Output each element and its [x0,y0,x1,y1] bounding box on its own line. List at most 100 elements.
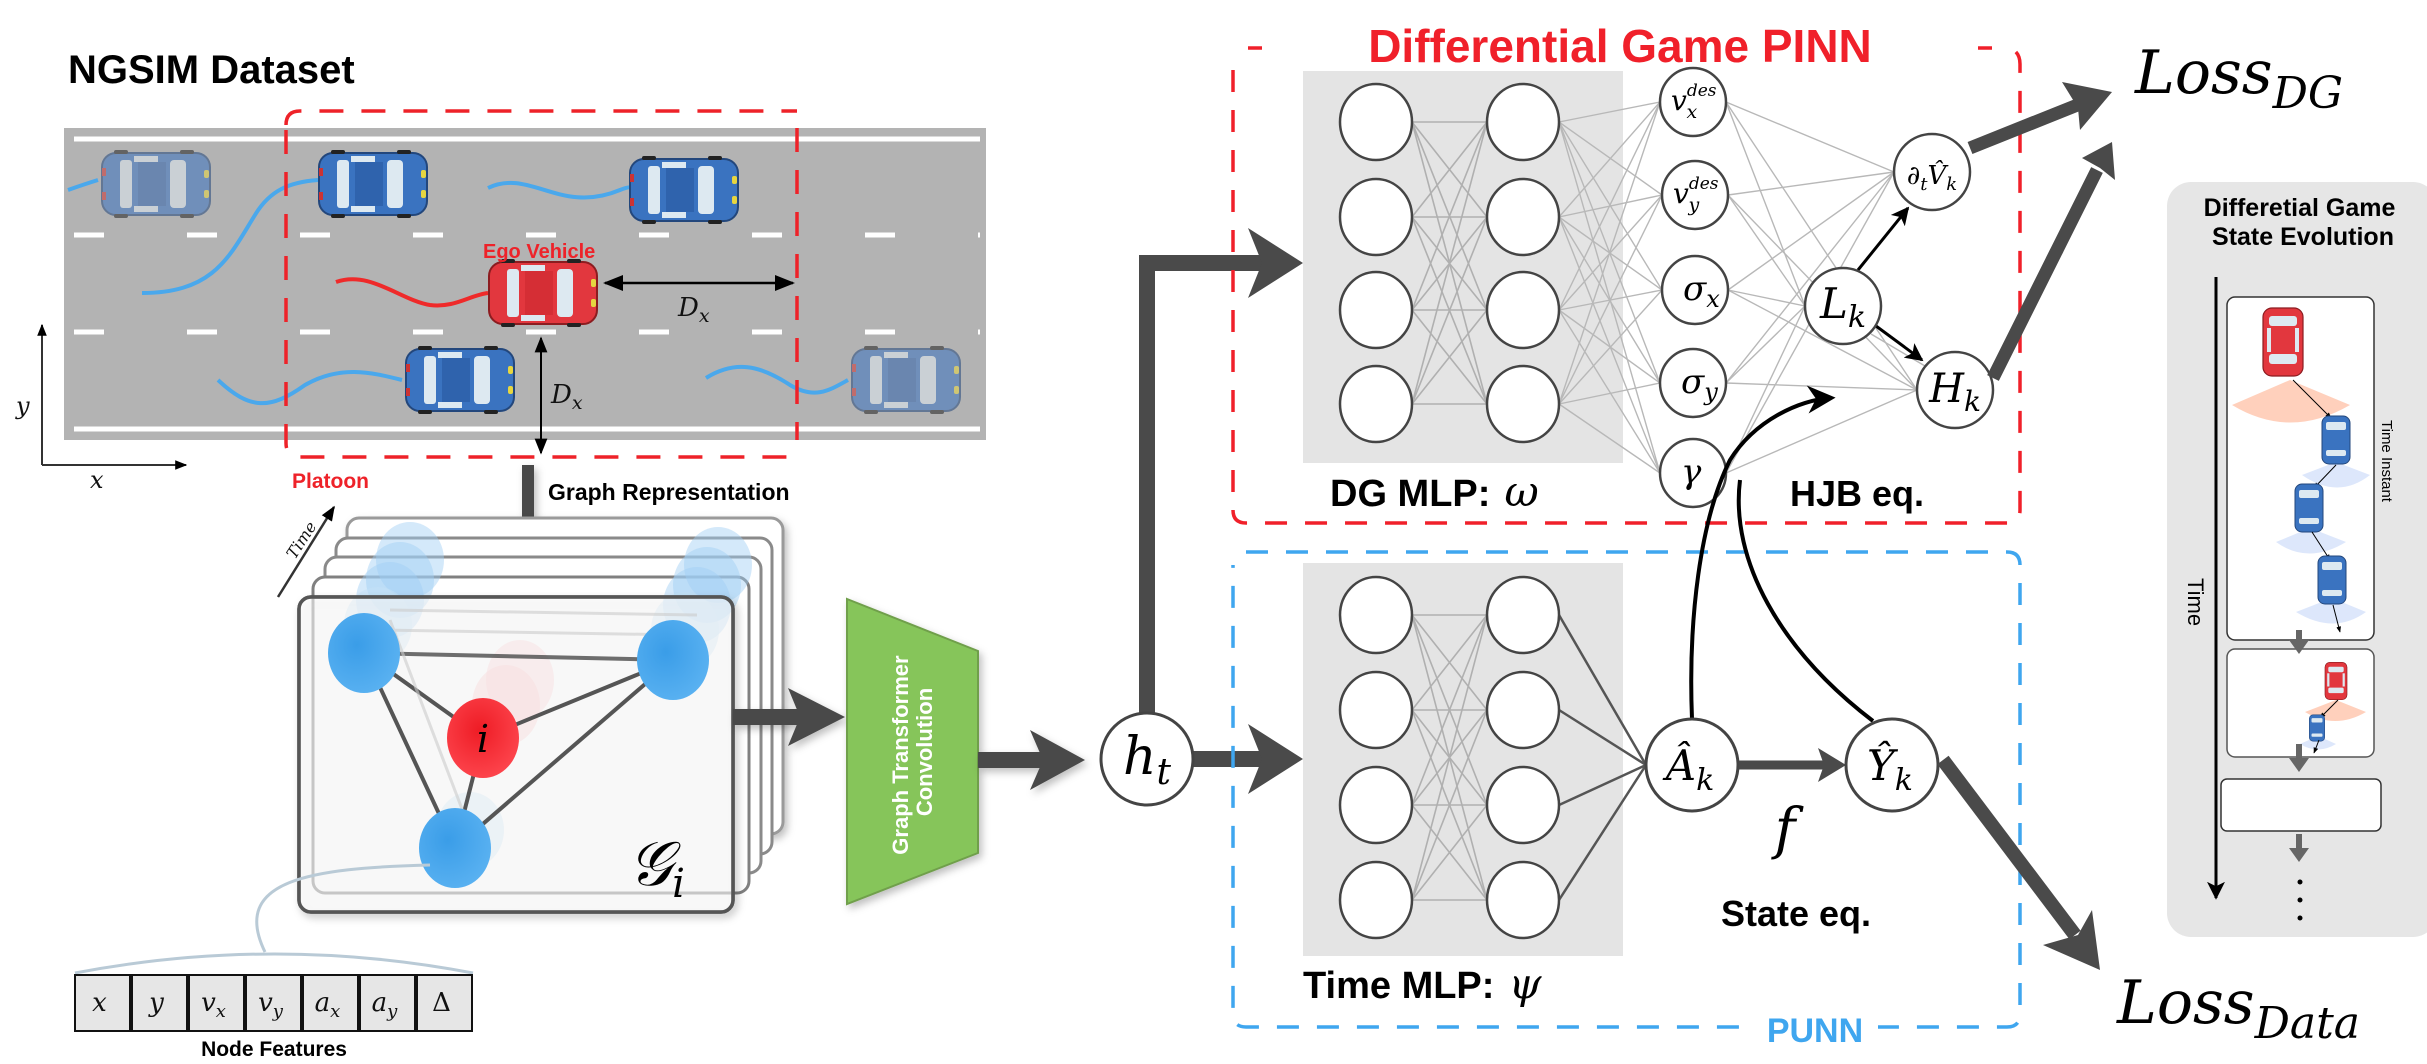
dg-output-node: σx [1660,254,1730,326]
node-feature-label: vy [258,988,284,1022]
mlp-neuron [1338,177,1414,257]
arrow-hidden-to-dg-mlp [1139,228,1303,715]
mlp-neuron [1485,670,1561,750]
dg-mlp-network [1338,82,1663,474]
platoon-box [284,109,799,459]
arrow-value-to-loss-dg [1967,82,2112,155]
arrow-hamiltonian-to-loss-dg [1987,142,2115,381]
mlp-neuron [1338,364,1414,444]
mlp-neuron [1485,82,1561,162]
dg-mlp-label: DG MLP:ω [1330,467,1539,516]
arrow-action-to-state [1738,748,1846,782]
graph-card-front [297,595,735,914]
lagrangian-node: Lk [1803,266,1883,346]
arrow-state-to-loss-data [1937,755,2100,970]
time-mlp-label: Time MLP:ψ [1303,959,1542,1008]
mlp-neuron [1338,82,1414,162]
state-evolution-scene-2 [2300,661,2366,754]
hidden-state-node [1099,711,1195,807]
graph-node-neighbor-1 [328,613,400,693]
graph-node-neighbor-3 [419,808,491,888]
loss-data-label: LossData [2116,968,2360,1049]
time-instant-card-3 [2220,778,2382,832]
mlp-neuron [1485,364,1561,444]
mlp-neuron [1338,860,1414,940]
punn-box [1231,550,2022,1029]
vehicle-car-faded-6 [851,345,961,415]
node-feature-label: vx [201,988,226,1022]
ego-vehicle-label: Ego Vehicle [483,241,595,263]
graph-node-neighbor-2 [637,620,709,700]
mlp-neuron [1485,270,1561,350]
mlp-neuron [1338,670,1414,750]
dg-output-label: σy [1681,362,1718,406]
xy-axes: y x [15,323,188,494]
punn-title: PUNN [1767,1012,1863,1050]
time-instant-card-2 [2226,648,2375,758]
state-function-label: f [1771,797,1805,862]
punn-title-bg [1752,1010,1878,1046]
mlp-neuron [1485,575,1561,655]
ego-vehicle [488,258,598,328]
distance-label-horizontal: Dx [677,293,710,327]
action-node-label: Âk [1662,740,1715,798]
axis-x-label: x [90,466,104,494]
physics-coupling-arrows [1689,385,1875,723]
dg-pinn-box [1231,46,2022,525]
state-evolution-title: Differetial Game State Evolution [2204,194,2403,251]
mlp-neuron [1338,765,1414,845]
dg-output-node: σy [1658,347,1728,419]
arrow-graph-to-gtc [733,688,845,746]
graph-representation-label: Graph Representation [548,479,790,505]
svg-text:∂tV̂k: ∂tV̂k [1907,160,1957,195]
value-derivative-node: ∂tV̂k [1892,132,1972,212]
state-eq-label: State eq. [1721,893,1871,934]
axis-y-label: y [15,392,30,420]
dg-output-label: γ [1681,452,1702,492]
hamiltonian-node: Hk [1915,350,1995,430]
gtc-label: Graph Transformer Convolution [888,649,937,854]
node-feature-label: ay [372,988,399,1022]
node-feature-cell: x [74,974,131,1032]
node-features-title: Node Features [201,1038,347,1061]
state-evolution-flow-arrows [2289,630,2309,862]
node-feature-cell: Δ [416,974,473,1032]
time-axis-label: Time [2183,578,2208,626]
node-feature-label: ax [315,988,341,1022]
hjb-eq-label: HJB eq. [1790,473,1924,514]
time-instant-label: Time Instant [2378,420,2395,503]
road [64,128,986,440]
loss-dg-label: LossDG [2134,38,2343,119]
time-mlp-network [1338,575,1648,940]
arrow-lagrangian-to-hamiltonian [1875,324,1924,362]
graph-edges-faded [379,608,698,831]
arrow-hidden-to-time-mlp [1192,724,1303,794]
dg-pinn-title: Differential Game PINN [1368,20,1872,72]
dg-output-node: γ [1658,437,1728,509]
arrow-lagrangian-to-value [1856,206,1910,271]
mlp-neuron [1485,765,1561,845]
vehicle-car-2 [318,149,428,219]
node-feature-label: Δ [432,988,451,1018]
distance-arrows: Dx Dx [534,275,795,455]
state-evolution-ellipsis [2297,879,2303,921]
dataset-title: NGSIM Dataset [68,48,355,92]
state-node-label: Ŷk [1867,740,1913,798]
distance-label-vertical: Dx [550,380,583,414]
arrow-gtc-to-hidden [978,730,1085,790]
action-node [1644,717,1740,813]
node-feature-connector [74,863,474,975]
node-feature-cell: ay [359,974,416,1032]
vehicle-car-5 [405,345,515,415]
vehicle-car-faded-1 [101,149,211,219]
state-evolution-scene-1 [2232,307,2370,633]
graph-transformer-convolution-block [846,597,979,906]
mlp-neuron [1338,270,1414,350]
mlp-neuron [1485,860,1561,940]
